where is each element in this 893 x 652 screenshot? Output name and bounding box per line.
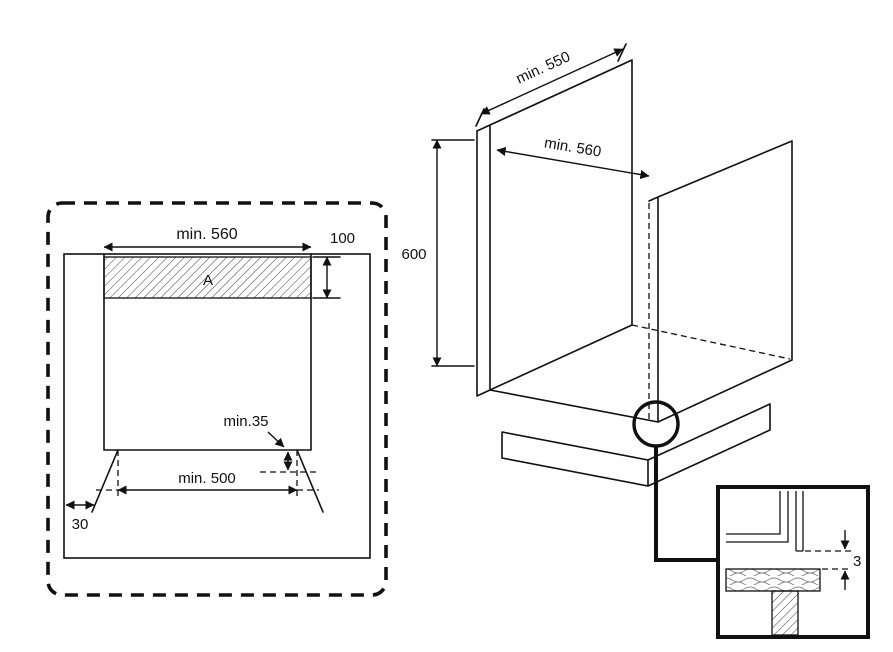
dim-label-gap: 3 — [853, 553, 861, 570]
dim-label-rear-gap: min.35 — [223, 413, 268, 430]
dim-label-depth: min. 550 — [513, 48, 572, 87]
front-view: min. 560 100 A min.35 min. 500 30 — [46, 201, 388, 597]
dimension-line-depth — [480, 48, 624, 115]
dimension-line-width — [496, 146, 650, 180]
detail-connector-line — [654, 446, 718, 562]
niche-lines — [91, 253, 341, 513]
dim-label-side-gap: 30 — [72, 516, 89, 533]
gap-leader-lines — [805, 550, 852, 570]
oven-section-profile — [726, 491, 804, 552]
dim-label-bottom-width: min. 500 — [178, 470, 236, 487]
ventilation-strip-hatch — [103, 256, 312, 299]
dim-label-width: min. 560 — [543, 134, 603, 160]
leader-line-rear-gap — [267, 431, 285, 448]
isometric-view: 600 min. 550 min. 560 — [401, 43, 793, 562]
dim-label-height: 600 — [401, 246, 426, 263]
detail-inset-border — [716, 485, 870, 639]
cabinet-hidden-edges — [631, 203, 791, 420]
detail-inset: 3 — [716, 485, 870, 639]
detail-callout-circle — [632, 400, 680, 448]
front-extension-lines — [96, 450, 319, 498]
worktop-section-grain — [725, 568, 821, 592]
cabinet-iso-lines — [431, 43, 793, 487]
dim-label-strip-height: 100 — [330, 230, 355, 247]
plinth-section-hatch — [771, 590, 799, 636]
dashed-enclosure-border — [46, 201, 388, 597]
area-label: A — [203, 272, 213, 289]
dim-label-top-width: min. 560 — [176, 226, 237, 243]
cabinet-outline — [63, 253, 371, 559]
